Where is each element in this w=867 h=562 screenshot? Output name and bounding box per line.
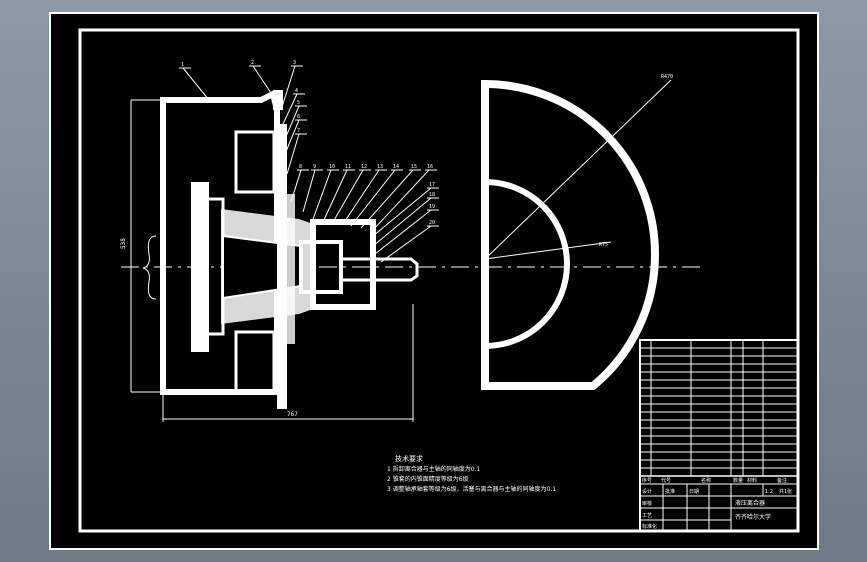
leader-line <box>284 105 300 140</box>
sheets-text: 共1张 <box>779 488 792 495</box>
leader-line <box>374 209 432 255</box>
leader-line <box>360 169 414 229</box>
part-number: 8 <box>299 164 302 170</box>
inner-semicircle <box>482 178 571 350</box>
part-number: 1 <box>181 62 184 68</box>
part-number: 3 <box>293 60 296 66</box>
hdr-code: 代号 <box>661 477 671 484</box>
side-view: R470 R75 <box>481 74 673 390</box>
notes-title: 技术要求 <box>395 454 423 463</box>
part-number: 11 <box>345 164 351 170</box>
leader-line <box>332 169 364 223</box>
school-name: 齐齐哈尔大学 <box>735 513 771 521</box>
outer-semicircle <box>481 79 660 390</box>
lbl-review: 审核 <box>642 500 652 507</box>
radius-inner-text: R75 <box>599 242 608 248</box>
part-number: 15 <box>411 164 417 170</box>
part-number: 6 <box>297 114 300 120</box>
part-number: 10 <box>329 164 335 170</box>
lbl-date: 日期 <box>689 489 699 495</box>
dim-width-text: 767 <box>287 411 298 418</box>
lbl-approve: 批准 <box>665 488 675 495</box>
leader-line <box>350 169 396 227</box>
notes-line-2: 2 锥套的内锥面精度等级为6级 <box>387 475 469 483</box>
dim-height-text: 538 <box>120 238 127 249</box>
hdr-index: 序号 <box>642 477 652 484</box>
leader-line <box>252 65 274 97</box>
leader-line <box>372 187 432 237</box>
leader-line <box>372 169 430 231</box>
leader-line <box>282 93 298 125</box>
part-number: 5 <box>297 100 300 106</box>
leader-line <box>342 169 380 225</box>
hdr-name: 名称 <box>701 477 711 484</box>
radius-leader-outer <box>484 79 672 260</box>
part-number: 14 <box>393 164 399 170</box>
hdr-qty: 数量 <box>733 477 743 484</box>
part-number: 13 <box>377 164 383 170</box>
leader-line <box>380 225 432 263</box>
part-number: 12 <box>361 164 367 170</box>
ring-top <box>234 130 276 194</box>
seal-ring <box>287 194 295 344</box>
part-number: 7 <box>297 128 300 134</box>
shaft <box>339 257 419 282</box>
part-number: 16 <box>427 164 433 170</box>
parts-list-rows <box>640 347 798 469</box>
title-block: 序号 代号 名称 数量 材料 备注 设计 审核 工艺 标准化 批准 日期 1:2… <box>639 339 799 532</box>
technical-notes: 技术要求 1 拆卸离合器与主轴的同轴度为0.1 2 锥套的内锥面精度等级为6级 … <box>387 454 556 493</box>
part-number: 9 <box>313 164 316 170</box>
lbl-process: 工艺 <box>642 513 652 519</box>
drawing-name: 液压离合器 <box>735 499 765 507</box>
part-number: 2 <box>251 60 254 66</box>
part-number: 19 <box>429 204 435 210</box>
inner-frame <box>78 28 800 533</box>
scale-text: 1:2 <box>765 489 773 495</box>
radius-outer-text: R470 <box>661 74 673 80</box>
leader-line <box>280 65 296 111</box>
lbl-standard: 标准化 <box>642 523 657 530</box>
hdr-material: 材料 <box>747 477 757 484</box>
flange-bolt <box>273 90 283 110</box>
part-number: 18 <box>429 192 435 198</box>
part-number: 17 <box>429 182 435 188</box>
housing-wall <box>277 124 287 409</box>
hdr-remark: 备注 <box>777 477 787 484</box>
leader-line <box>312 169 332 220</box>
dim-brace <box>142 235 157 300</box>
ring-bottom <box>234 330 276 394</box>
leader-line <box>302 169 316 213</box>
lbl-design: 设计 <box>642 488 652 495</box>
cylinder-housing <box>310 219 376 310</box>
leader-line <box>286 133 300 175</box>
leader-line <box>182 67 210 101</box>
radius-leader-inner <box>484 241 612 260</box>
notes-line-1: 1 拆卸离合器与主轴的同轴度为0.1 <box>387 465 480 473</box>
leader-line <box>284 119 300 155</box>
part-number: 4 <box>295 88 298 94</box>
leader-line <box>322 169 348 223</box>
notes-line-3: 3 调整轴承轴套等级为6级，活塞与离合器与主轴的同轴度为0.1 <box>387 485 556 493</box>
leader-line <box>290 169 302 203</box>
leader-line <box>372 197 432 247</box>
part-number: 20 <box>429 220 435 226</box>
